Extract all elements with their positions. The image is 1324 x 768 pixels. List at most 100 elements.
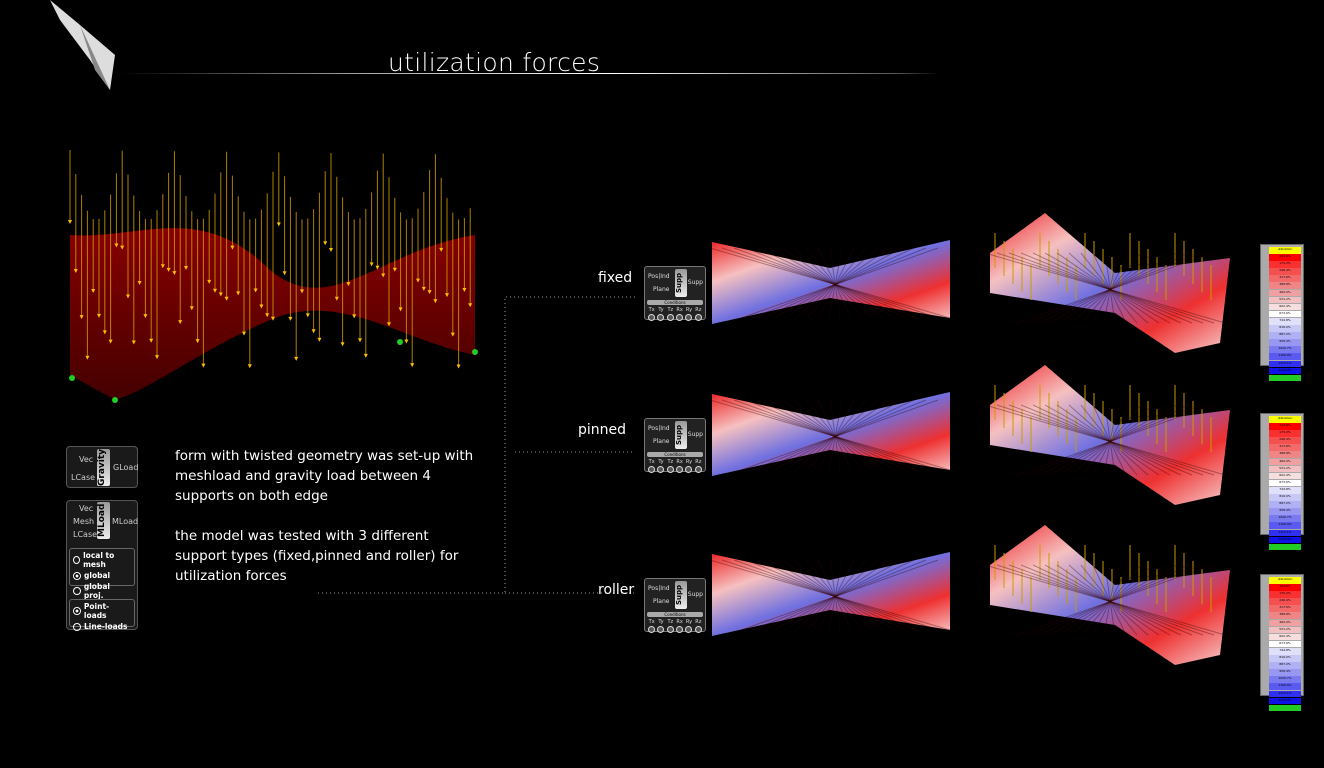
dof-toggle-rx[interactable]: Rx [676, 307, 684, 321]
dof-toggle-tz[interactable]: Tz [666, 459, 674, 473]
arrow-head [416, 278, 420, 283]
arrow-head [149, 338, 154, 343]
dof-toggle-tx[interactable]: Tx [648, 307, 656, 321]
arrow-head [172, 271, 177, 276]
legend-entry: 673.6% [1269, 640, 1301, 648]
legend-bottom [1269, 543, 1301, 551]
arrow-head [404, 339, 409, 344]
legend-entry: 744.8% [1269, 647, 1301, 655]
arrow-head [207, 279, 212, 284]
loaded-structure-render [68, 150, 478, 403]
radio-local-to-mesh[interactable]: local to mesh [73, 551, 131, 569]
dof-toggle-tz[interactable]: Tz [666, 619, 674, 633]
title-underline [120, 73, 940, 74]
arrow-head [195, 339, 200, 344]
legend-entry: 673.6% [1269, 310, 1301, 318]
arrow-head [358, 338, 362, 343]
arrow-head [369, 262, 374, 267]
legend-entry: 531.2% [1269, 626, 1301, 634]
dof-toggle-tx[interactable]: Tx [648, 459, 656, 473]
support-case-label-pinned: pinned [578, 422, 627, 438]
legend-entry: 673.6% [1269, 479, 1301, 487]
gravity-component[interactable]: Vec LCase Gravity GLoad [66, 446, 138, 488]
legend-entry: 1100.9% [1269, 522, 1301, 529]
arrow-head [433, 299, 438, 304]
radio-line-loads[interactable]: Line-loads [73, 622, 131, 631]
arrow-head [131, 340, 136, 345]
dof-toggle-ty[interactable]: Ty [657, 307, 665, 321]
arrow-head [108, 339, 113, 344]
dof-toggle-rz[interactable]: Rz [694, 307, 702, 321]
arrow-head [102, 330, 107, 335]
dof-toggle-rz[interactable]: Rz [694, 459, 702, 473]
arrow-head [259, 304, 264, 309]
legend-entry: 460.0% [1269, 619, 1301, 627]
dof-toggle-ry[interactable]: Ry [685, 459, 693, 473]
arrow-head [375, 265, 380, 270]
arrow-head [184, 265, 188, 270]
support-point [69, 375, 75, 381]
generate-radio-group[interactable]: Point-loads Line-loads [69, 599, 135, 631]
support-point [472, 349, 478, 355]
dof-toggle-rz[interactable]: Rz [694, 619, 702, 633]
arrow-head [201, 363, 206, 368]
arrow-head [271, 316, 275, 321]
description-paragraph: the model was tested with 3 different su… [175, 528, 459, 584]
arrow-head [120, 245, 125, 250]
conditions-header: Conditions [647, 452, 703, 457]
orientation-radio-group[interactable]: local to mesh global global proj. [69, 548, 135, 600]
arrow-head [178, 320, 183, 325]
legend-entry: 388.8% [1269, 282, 1301, 290]
dof-toggle-tx[interactable]: Tx [648, 619, 656, 633]
output-supp: Supp [687, 431, 703, 438]
supp-label: Supp [675, 421, 687, 449]
output-supp: Supp [687, 279, 703, 286]
dof-toggle-ry[interactable]: Ry [685, 307, 693, 321]
legend-entry: 460.0% [1269, 458, 1301, 466]
radio-point-loads[interactable]: Point-loads [73, 602, 131, 620]
arrow-head [224, 296, 229, 301]
radio-global-proj[interactable]: global proj. [73, 582, 131, 600]
legend-entry: 531.2% [1269, 296, 1301, 304]
arrow-head [398, 307, 403, 312]
utilization-perspective-render [985, 213, 1230, 353]
arrow-head [317, 337, 322, 342]
arrow-head [300, 289, 304, 294]
arrow-head [340, 342, 345, 347]
input-lcase: LCase [73, 530, 98, 539]
dof-toggle-ry[interactable]: Ry [685, 619, 693, 633]
arrow-head [439, 247, 444, 252]
arrow-head [387, 322, 391, 327]
utilization-front-render [710, 240, 951, 324]
dof-toggle-tz[interactable]: Tz [666, 307, 674, 321]
arrow-head [462, 288, 467, 293]
legend-entry: 1100.9% [1269, 353, 1301, 360]
support-point [112, 397, 118, 403]
input-plane: Plane [653, 598, 670, 605]
legend-entry: 1172.1% [1269, 360, 1301, 368]
arrow-head [166, 267, 171, 272]
arrow-head [363, 353, 368, 358]
arrow-head [346, 282, 351, 287]
dof-toggle-ty[interactable]: Ty [657, 459, 665, 473]
dof-toggle-rx[interactable]: Rx [676, 619, 684, 633]
input-lcase: LCase [71, 473, 96, 482]
arrow-head [236, 291, 241, 296]
dof-toggle-ty[interactable]: Ty [657, 619, 665, 633]
description-paragraph: form with twisted geometry was set-up wi… [175, 448, 474, 504]
arrow-head [392, 267, 397, 272]
legend-entry: 104.6% [1269, 254, 1301, 261]
mload-component[interactable]: Vec Mesh LCase MLoad MLoad local to mesh… [66, 500, 138, 631]
arrow-head [97, 313, 101, 318]
supp-label: Supp [675, 269, 687, 297]
arrow-head [247, 364, 252, 369]
dof-toggle-rx[interactable]: Rx [676, 459, 684, 473]
legend-entry: 602.4% [1269, 633, 1301, 641]
radio-global[interactable]: global [73, 571, 131, 580]
arrow-head [137, 281, 142, 286]
